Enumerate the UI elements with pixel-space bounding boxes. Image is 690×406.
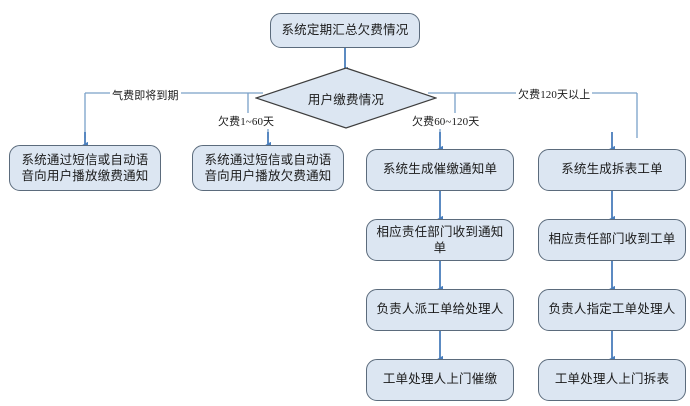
node-summarize-arrears[interactable]: 系统定期汇总欠费情况 [270, 13, 420, 48]
node-label: 系统定期汇总欠费情况 [281, 22, 409, 37]
node-generate-dunning-notice[interactable]: 系统生成催缴通知单 [366, 149, 514, 191]
edge-label-arrears-60-120: 欠费60~120天 [410, 113, 482, 129]
node-label: 工单处理人上门催缴 [382, 372, 498, 387]
node-handler-visits-dunning[interactable]: 工单处理人上门催缴 [366, 359, 514, 401]
node-label: 相应责任部门收到工单 [548, 232, 676, 247]
node-department-receives-order[interactable]: 相应责任部门收到工单 [538, 219, 686, 261]
edge-label-arrears-120-plus: 欠费120天以上 [516, 86, 593, 102]
node-label: 工单处理人上门拆表 [554, 372, 670, 387]
node-sms-arrears-notice[interactable]: 系统通过短信或自动语 音向用户播放欠费通知 [192, 145, 344, 191]
node-label: 负责人派工单给处理人 [376, 302, 504, 317]
node-manager-designates-handler[interactable]: 负责人指定工单处理人 [538, 289, 686, 331]
node-label: 系统生成拆表工单 [561, 162, 663, 177]
node-label: 负责人指定工单处理人 [548, 302, 676, 317]
node-label: 系统通过短信或自动语 音向用户播放缴费通知 [21, 153, 149, 183]
diamond-shape [255, 67, 437, 129]
edge-label-arrears-1-60: 欠费1~60天 [216, 113, 277, 129]
node-label: 相应责任部门收到通知 单 [376, 225, 504, 255]
node-manager-assigns-order[interactable]: 负责人派工单给处理人 [366, 289, 514, 331]
node-label: 系统生成催缴通知单 [382, 162, 498, 177]
node-sms-payment-notice[interactable]: 系统通过短信或自动语 音向用户播放缴费通知 [9, 145, 161, 191]
edge-label-gas-expiring: 气费即将到期 [110, 87, 181, 103]
decision-payment-status[interactable]: 用户缴费情况 [255, 67, 437, 129]
node-generate-removal-order[interactable]: 系统生成拆表工单 [538, 149, 686, 191]
node-label: 系统通过短信或自动语 音向用户播放欠费通知 [204, 153, 332, 183]
node-handler-visits-removal[interactable]: 工单处理人上门拆表 [538, 359, 686, 401]
decision-label: 用户缴费情况 [307, 92, 385, 107]
node-department-receives-notice[interactable]: 相应责任部门收到通知 单 [366, 219, 514, 261]
